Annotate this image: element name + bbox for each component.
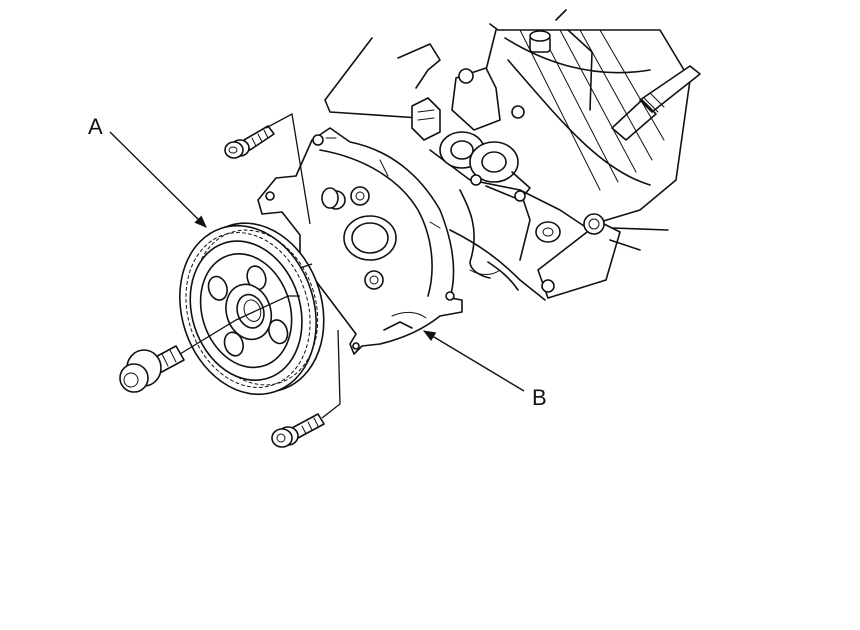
cam-pulley-a xyxy=(179,222,325,396)
back-cover-b xyxy=(257,127,463,355)
engine-block xyxy=(324,9,701,301)
cover-bolt-lower xyxy=(271,413,325,448)
assembly-lines xyxy=(179,112,341,419)
callout-arrow-b xyxy=(422,330,525,392)
callout-label-a: A xyxy=(88,114,103,139)
callout-label-b: B xyxy=(532,385,547,410)
callout-arrow-a xyxy=(109,131,207,228)
cover-bolt-upper xyxy=(224,125,275,159)
pulley-bolt xyxy=(119,345,185,393)
